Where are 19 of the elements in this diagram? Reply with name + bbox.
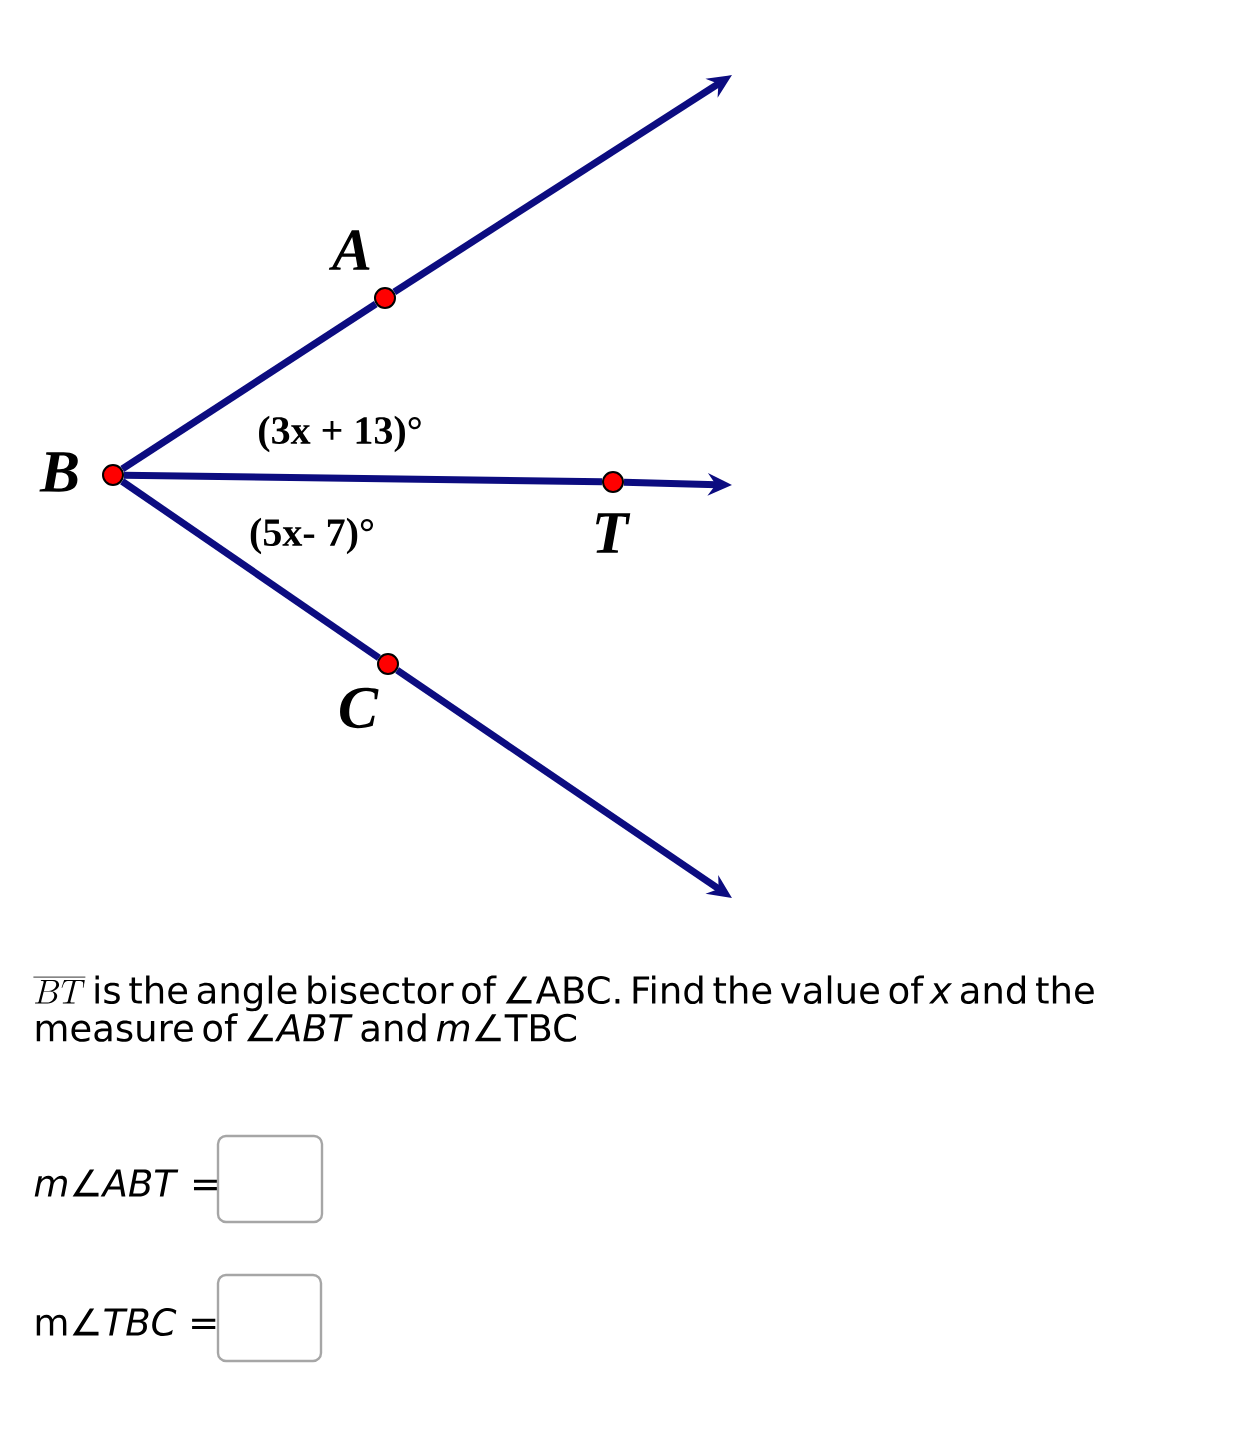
point <box>377 653 399 675</box>
label: $\overline{BT}$ <box>33 977 86 1004</box>
answer-prompt: m∠ABT = <box>34 1169 218 1197</box>
angle-measure: (3x + 13)° <box>259 415 421 453</box>
point <box>374 287 396 309</box>
label: measure of ∠ABT and m∠TBC <box>36 1013 576 1042</box>
answer-prompt: m∠TBC = <box>36 1308 216 1336</box>
label: is the angle bisector of ∠ABC. Find the value ofx and the <box>95 975 1094 1012</box>
ray-segment <box>123 471 603 486</box>
point-label: B <box>39 452 78 492</box>
point-label: A <box>328 230 370 270</box>
point <box>602 471 624 493</box>
ray-segment <box>120 478 381 661</box>
angle-measure: (5x- 7)° <box>250 517 374 555</box>
point-label: T <box>596 513 631 553</box>
point-label: C <box>340 687 379 729</box>
point <box>102 464 124 486</box>
ray-segment <box>120 301 378 472</box>
question-text: $\overline{BT}$ is the angle bisector of ∠ABC. Find the value ofx and the measure of ∠ABT and m∠TBC <box>33 975 1094 1042</box>
